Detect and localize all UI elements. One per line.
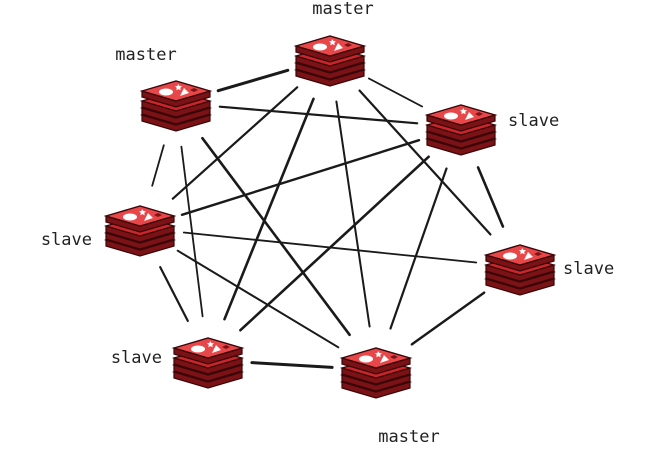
node-label: master <box>312 0 373 19</box>
node-slave-n5: slave <box>483 244 614 296</box>
edge-n1-n7 <box>201 136 351 337</box>
edge-n3-n6 <box>239 155 430 332</box>
node-slave-n3: slave <box>424 104 559 156</box>
redis-stack-icon <box>171 337 245 389</box>
nodes-layer: master master slave slave slave slave master <box>41 0 614 447</box>
edge-n1-n3 <box>218 105 419 125</box>
node-label: slave <box>508 111 559 131</box>
edge-n2-n4 <box>171 86 299 200</box>
redis-stack-icon <box>103 205 177 257</box>
node-label: master <box>378 427 439 447</box>
edge-n4-n7 <box>176 249 340 349</box>
edge-n6-n7 <box>250 361 334 369</box>
edge-n3-n5 <box>476 166 505 228</box>
edge-n1-n6 <box>180 145 204 318</box>
node-label: slave <box>563 259 614 279</box>
node-label: slave <box>41 230 92 250</box>
node-master-n1: master <box>115 45 213 132</box>
edge-n2-n3 <box>367 77 424 108</box>
redis-stack-icon <box>139 80 213 132</box>
edge-n4-n5 <box>182 231 478 264</box>
redis-stack-icon <box>483 244 557 296</box>
edge-n2-n6 <box>223 97 315 321</box>
node-label: master <box>115 45 176 65</box>
redis-stack-icon <box>424 104 498 156</box>
edges-layer <box>151 68 505 369</box>
edge-n4-n6 <box>159 266 189 322</box>
edge-n2-n7 <box>335 100 371 328</box>
edge-n3-n4 <box>180 138 421 217</box>
edge-n3-n7 <box>389 167 448 330</box>
edge-n2-n5 <box>358 89 492 236</box>
edge-n5-n7 <box>410 291 486 346</box>
edge-n1-n4 <box>151 144 165 187</box>
node-slave-n6: slave <box>111 337 245 389</box>
redis-stack-icon <box>339 347 413 399</box>
edge-n1-n2 <box>216 68 290 93</box>
redis-stack-icon <box>293 35 367 87</box>
node-master-n7: master <box>339 347 440 447</box>
node-label: slave <box>111 348 162 368</box>
node-slave-n4: slave <box>41 205 177 257</box>
node-master-n2: master <box>293 0 374 87</box>
